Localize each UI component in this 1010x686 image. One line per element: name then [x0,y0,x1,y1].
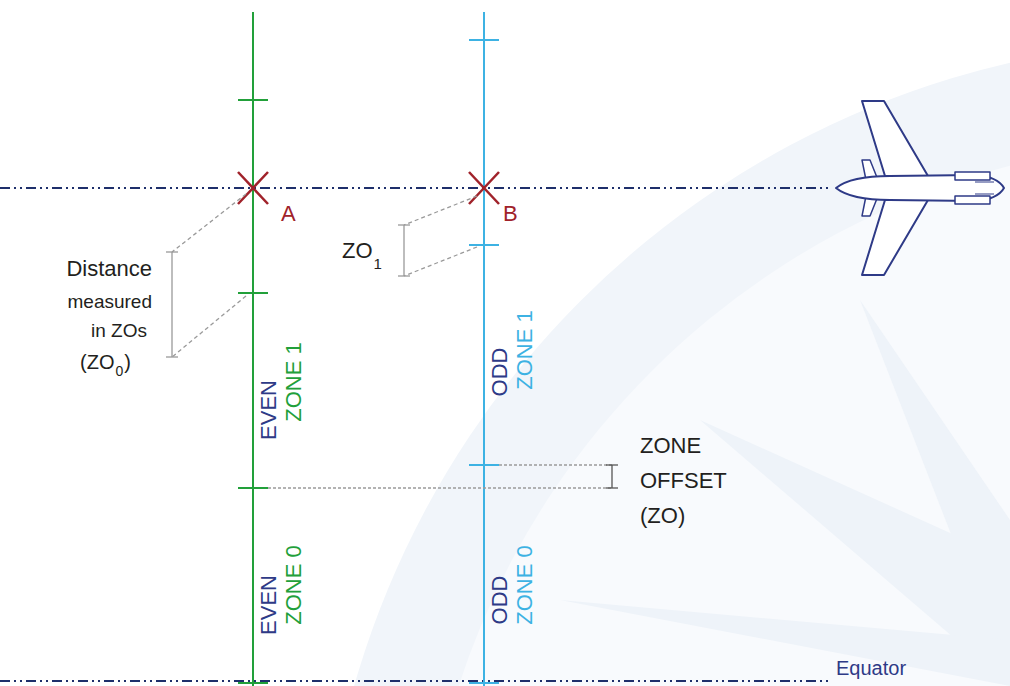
compass-watermark [320,40,1010,686]
subscript-label: 1 [374,256,382,271]
offset-label: ZO [342,240,373,262]
subscript-label: 0 [115,364,123,378]
distance-label: ) [124,352,131,372]
watermark-ray [560,600,1010,686]
zone-offset-bracket [268,465,618,488]
parity-label: ODD [489,576,511,625]
point-label: A [281,203,296,225]
zo1-bracket [398,196,477,276]
distance-label: (ZO [80,352,114,372]
position-mark [238,172,499,204]
equator-label: Equator [836,658,906,678]
latitude-line [0,187,828,189]
equator-line [0,680,828,682]
aircraft-illustration [836,101,1004,275]
distance-label: in ZOs [91,321,147,340]
distance-label: Distance [66,258,152,280]
parity-label: EVEN [258,380,280,440]
parity-label: ODD [489,348,511,397]
zone-label: ZONE 0 [514,545,536,624]
zone-label: ZONE 0 [283,545,305,624]
watermark-ring [320,40,1010,686]
distance-label: measured [68,292,153,311]
watermark-ray [860,300,1010,686]
point-label: B [503,203,518,225]
zone-offset-label: ZONE OFFSET (ZO) [640,428,740,534]
watermark-ring [420,140,1010,686]
parity-label: EVEN [258,575,280,635]
zone-label: ZONE 1 [514,310,536,389]
distance-bracket [166,194,246,357]
zone-label: ZONE 1 [283,342,305,421]
